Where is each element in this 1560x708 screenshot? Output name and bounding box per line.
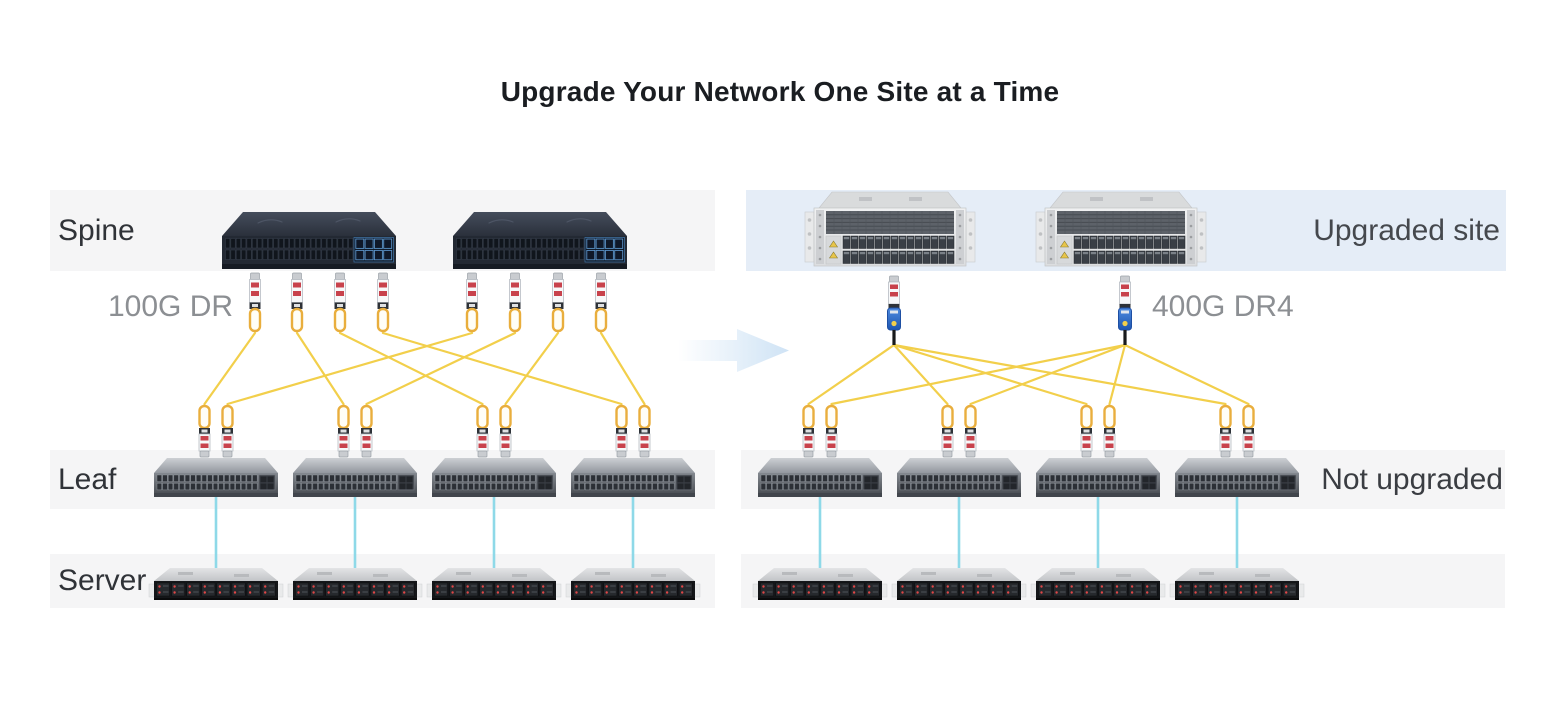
server: [1030, 568, 1166, 600]
leaf-switch: [154, 458, 278, 497]
leaf-switch: [1036, 458, 1160, 497]
breakout-fiber-link: [1123, 343, 1250, 406]
optic-100g-spine: [551, 272, 565, 333]
optic-100g-leaf: [198, 404, 211, 458]
row-label-leaf: Leaf: [58, 462, 117, 496]
row-label-server: Server: [58, 564, 147, 597]
optic-100g-leaf: [802, 404, 815, 458]
optic-100g-leaf: [360, 404, 373, 458]
server: [148, 568, 284, 600]
site-status-upgraded: Upgraded site: [1313, 213, 1500, 247]
optic-100g-leaf: [825, 404, 838, 458]
breakout-fiber-link: [892, 343, 1088, 406]
fiber-link: [203, 331, 257, 406]
optic-100g-leaf: [941, 404, 954, 458]
optic-100g-spine: [248, 272, 262, 333]
optic-100g-leaf: [499, 404, 512, 458]
server: [752, 568, 888, 600]
row-label-spine: Spine: [58, 213, 135, 247]
optic-100g-leaf: [337, 404, 350, 458]
spine-chassis-400g: [1035, 191, 1207, 267]
site-status-not-upgraded: Not upgraded: [1321, 462, 1503, 496]
breakout-fiber-link: [807, 343, 896, 406]
fiber-link: [599, 331, 646, 406]
fiber-link: [504, 331, 560, 406]
breakout-fiber-link: [892, 343, 1227, 406]
optic-100g-leaf: [1219, 404, 1232, 458]
leaf-switch: [758, 458, 882, 497]
spine-chassis-400g: [804, 191, 976, 267]
breakout-fiber-link: [1108, 343, 1127, 406]
optic-100g-spine: [290, 272, 304, 333]
optic-100g-leaf: [476, 404, 489, 458]
optic-100g-leaf: [1242, 404, 1255, 458]
optic-100g-leaf: [964, 404, 977, 458]
fiber-links: [203, 331, 1250, 406]
leaf-switch: [1175, 458, 1299, 497]
optic-100g-spine: [508, 272, 522, 333]
breakout-fiber-link: [830, 343, 1127, 406]
optic-100g-spine: [333, 272, 347, 333]
optic-400g: [887, 275, 901, 345]
optic-type-label-400g: 400G DR4: [1152, 290, 1294, 323]
optic-100g-leaf: [221, 404, 234, 458]
fiber-link: [381, 331, 623, 406]
optic-100g-leaf: [1080, 404, 1093, 458]
leaf-switch: [571, 458, 695, 497]
leaf-switch: [432, 458, 556, 497]
fiber-link: [295, 331, 345, 406]
page-title: Upgrade Your Network One Site at a Time: [500, 76, 1060, 107]
leaf-switch: [293, 458, 417, 497]
breakout-fiber-link: [892, 343, 949, 406]
spine-switch: [222, 212, 396, 269]
breakout-fiber-link: [969, 343, 1127, 406]
fiber-link: [365, 331, 517, 406]
server: [565, 568, 701, 600]
server-links: [214, 497, 1239, 581]
server: [287, 568, 423, 600]
optic-100g-spine: [465, 272, 479, 333]
upgrade-arrow-icon: [678, 329, 789, 372]
optic-100g-leaf: [1103, 404, 1116, 458]
server: [1169, 568, 1305, 600]
fiber-link: [226, 331, 474, 406]
optic-100g-spine: [594, 272, 608, 333]
fiber-link: [338, 331, 484, 406]
optic-100g-leaf: [638, 404, 651, 458]
spine-switch: [453, 212, 627, 269]
leaf-switch: [897, 458, 1021, 497]
server: [891, 568, 1027, 600]
optic-100g-leaf: [615, 404, 628, 458]
optic-400g: [1118, 275, 1132, 345]
optic-100g-spine: [376, 272, 390, 333]
server: [426, 568, 562, 600]
optic-type-label-100g: 100G DR: [108, 290, 234, 323]
